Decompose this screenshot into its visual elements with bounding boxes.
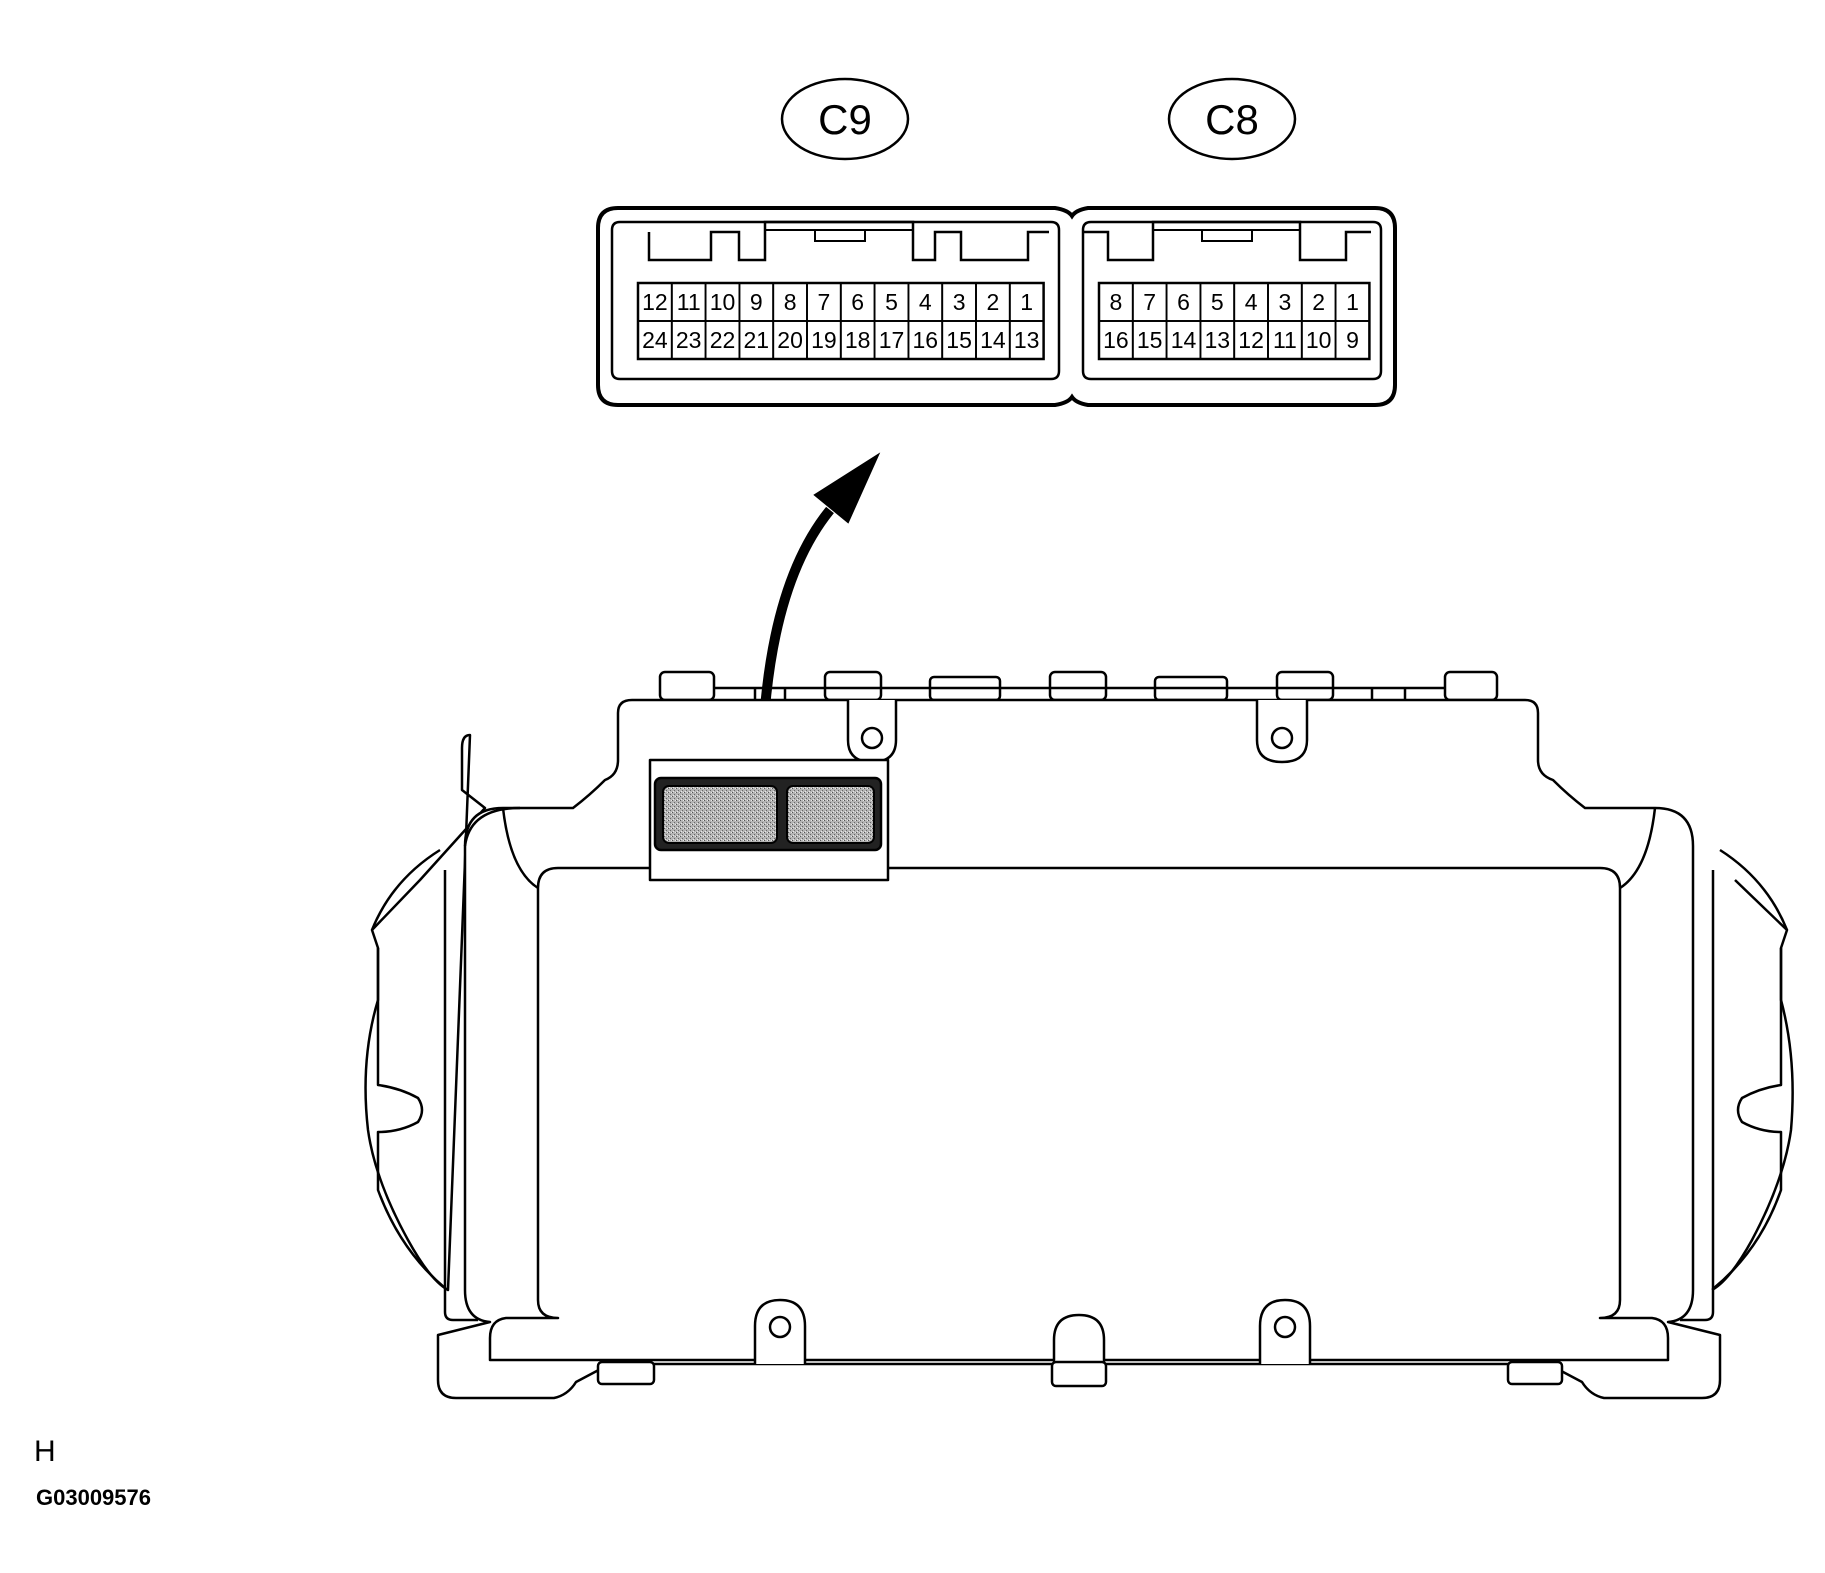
c9-pin-label: 22 (710, 327, 736, 353)
c9-pin-label: 6 (851, 289, 864, 315)
callout-c9: C9 (780, 77, 910, 161)
callout-c8: C8 (1167, 77, 1297, 161)
c9-pin-label: 21 (744, 327, 770, 353)
meter-connector-boss (648, 758, 890, 882)
c9-pin-label: 10 (710, 289, 736, 315)
c9-pin-label: 11 (677, 289, 701, 315)
c9-pin-label: 13 (1014, 327, 1040, 353)
c8-pin-label: 14 (1171, 327, 1197, 353)
c8-pin-cell (1334, 320, 1371, 360)
meter-top-tabs (658, 670, 1499, 702)
meter-rear-panel (488, 866, 1670, 1362)
c9-pin-label: 1 (1020, 289, 1033, 315)
c9-pin-label: 16 (913, 327, 939, 353)
callout-c9-label: C9 (818, 96, 872, 143)
c8-pin-label: 5 (1211, 289, 1224, 315)
c9-pin-cell (1008, 320, 1045, 360)
c9-pin-label: 15 (946, 327, 972, 353)
c9-pin-label: 20 (777, 327, 803, 353)
c8-pin-label: 4 (1245, 289, 1258, 315)
c8-pin-label: 6 (1177, 289, 1190, 315)
meter-outer-housing (436, 698, 1722, 1400)
c9-pin-label: 4 (919, 289, 932, 315)
c9-pin-label: 14 (980, 327, 1006, 353)
meter-connector-c8 (786, 785, 875, 844)
c9-pin-label: 17 (879, 327, 905, 353)
c8-pin-label: 1 (1346, 289, 1359, 315)
c8-pin-label: 9 (1346, 327, 1359, 353)
c8-pin-label: 10 (1306, 327, 1332, 353)
meter-mounting-bosses (753, 700, 1312, 1380)
c9-pin-label: 2 (987, 289, 1000, 315)
caption-letter: H (34, 1435, 56, 1468)
c8-pin-label: 8 (1110, 289, 1123, 315)
meter-bottom-tabs (596, 1360, 1564, 1388)
meter-left-wing (364, 733, 487, 1292)
c9-pin-label: 12 (642, 289, 668, 315)
c8-pin-label: 15 (1137, 327, 1163, 353)
c9-pin-label: 5 (885, 289, 898, 315)
c9-pin-label: 19 (811, 327, 837, 353)
c8-pin-label: 11 (1273, 327, 1297, 353)
c8-pin-label: 3 (1279, 289, 1292, 315)
c8-pin-label: 7 (1143, 289, 1156, 315)
c8-pin-label: 13 (1205, 327, 1231, 353)
c9-pin-label: 18 (845, 327, 871, 353)
c8-pin-label: 16 (1103, 327, 1129, 353)
figure-code: G03009576 (36, 1485, 151, 1510)
c9-pin-label: 3 (953, 289, 966, 315)
c8-pin-label: 2 (1312, 289, 1325, 315)
c9-pin-label: 24 (642, 327, 668, 353)
c8-pin-label: 12 (1238, 327, 1264, 353)
callout-c8-label: C8 (1205, 96, 1259, 143)
c9-pin-label: 7 (818, 289, 831, 315)
c9-pin-label: 8 (784, 289, 797, 315)
meter-right-wing (1711, 848, 1794, 1292)
combination-meter (364, 670, 1794, 1400)
c9-pin-label: 9 (750, 289, 763, 315)
meter-connector-c9 (662, 785, 778, 844)
c9-pin-label: 23 (676, 327, 702, 353)
